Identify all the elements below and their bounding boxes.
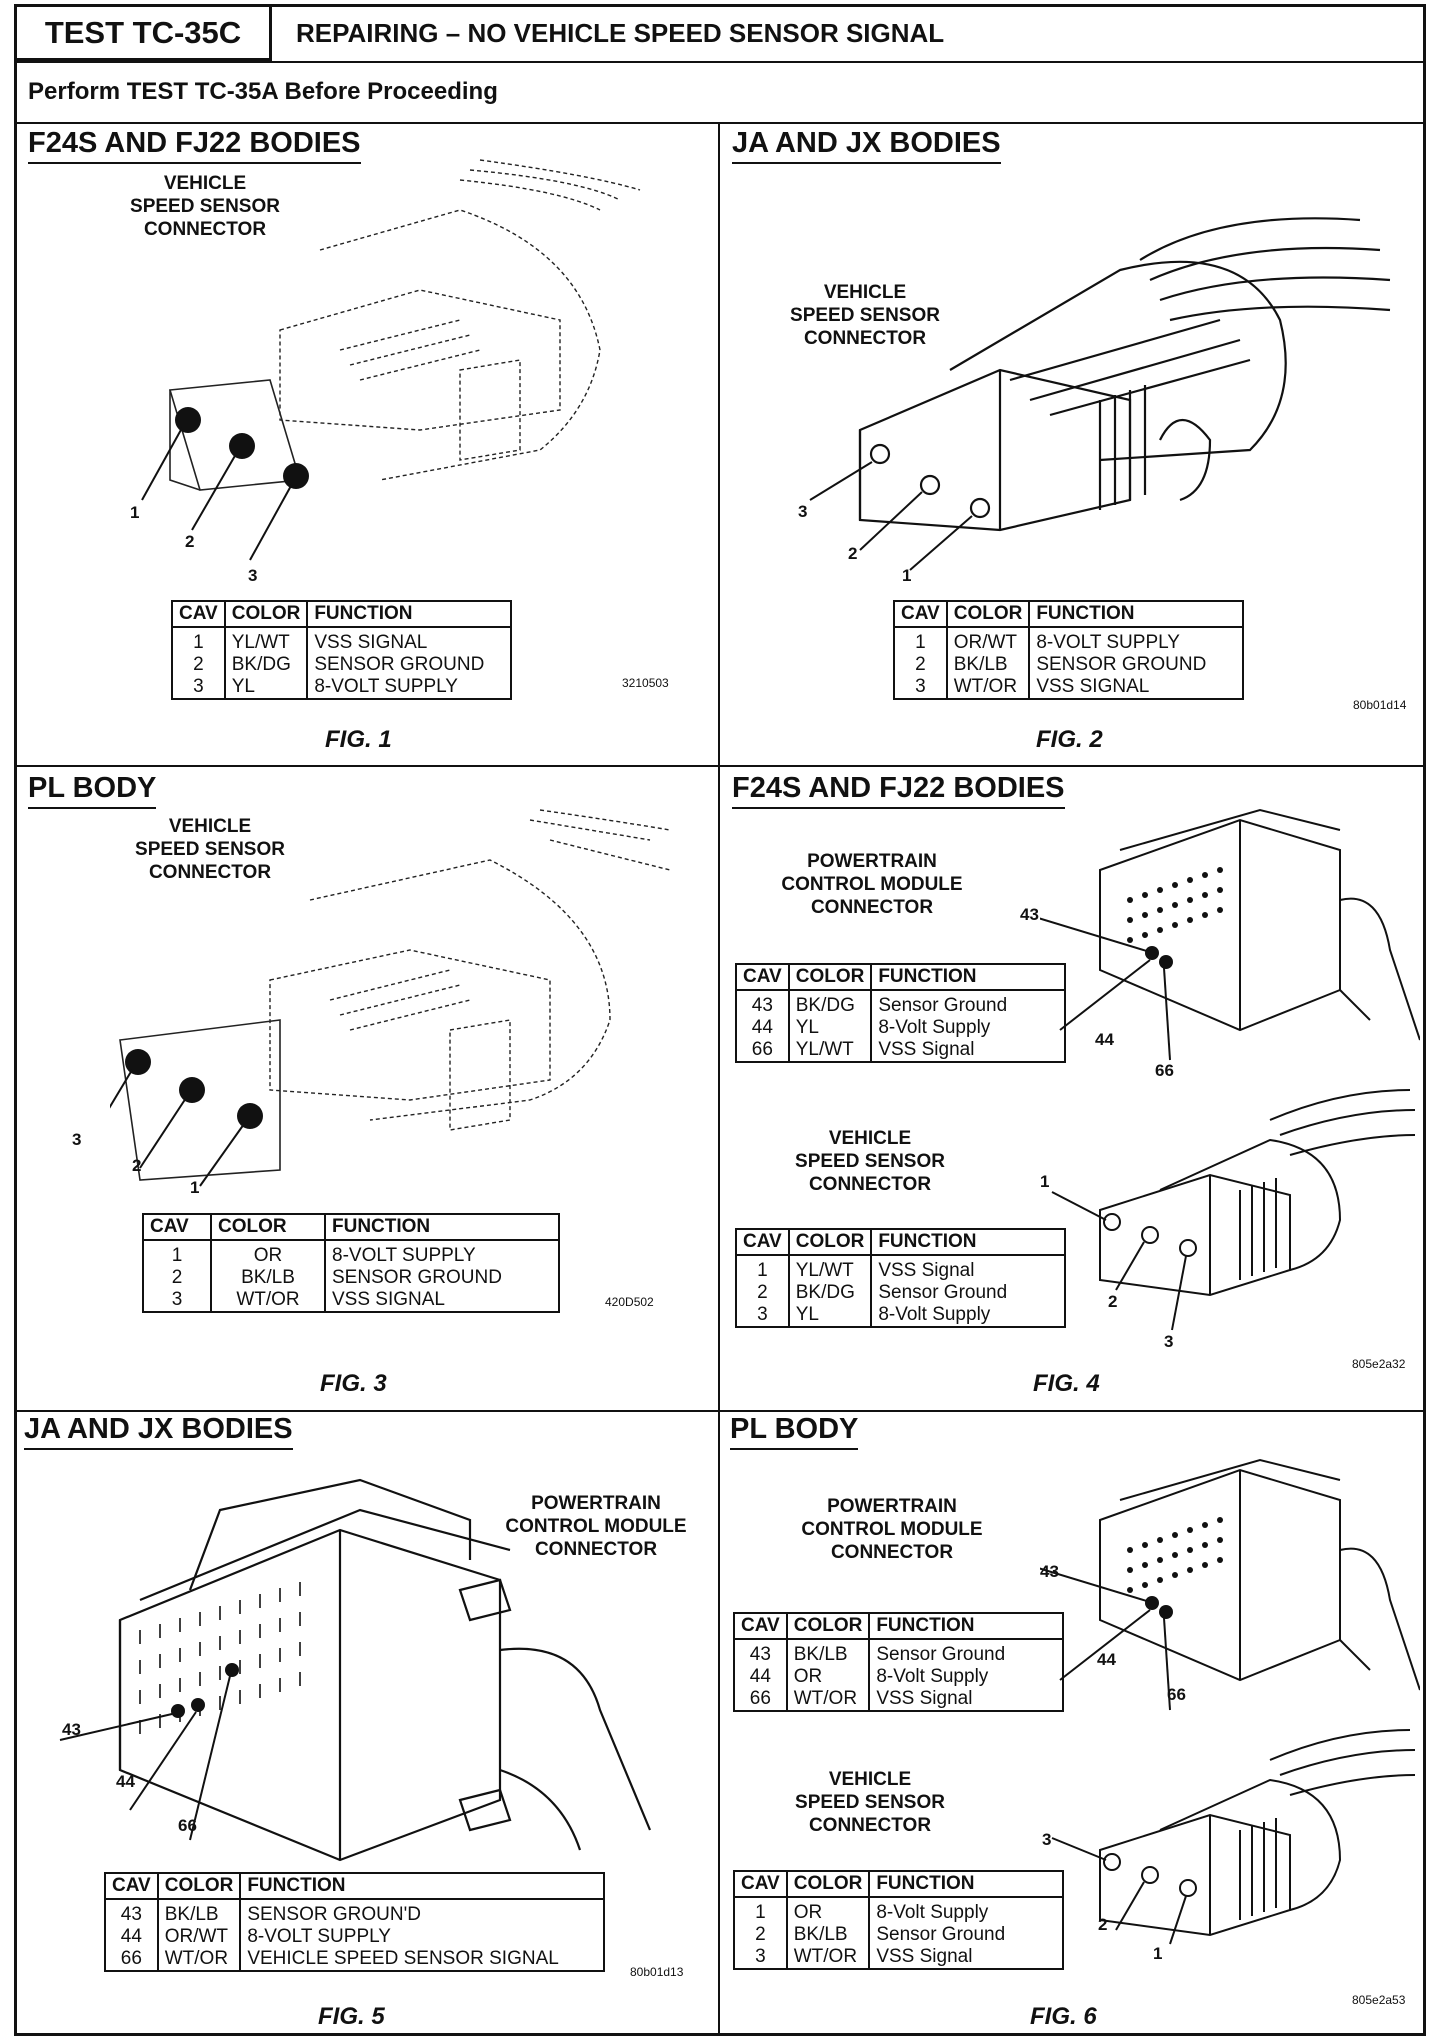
panel4-title: F24S AND FJ22 BODIES — [732, 772, 1065, 809]
panel3-figure-label: FIG. 3 — [320, 1370, 387, 1397]
panel6-pcm-label: POWERTRAIN CONTROL MODULE CONNECTOR — [801, 1496, 983, 1563]
panel1-connector-drawing — [168, 159, 641, 491]
panel1-figure-label: FIG. 1 — [325, 726, 392, 753]
panel5-pcm-connector-drawing — [59, 1478, 652, 1862]
panel1-pin2-icon — [229, 433, 255, 459]
panel3-pin1-icon — [237, 1103, 263, 1129]
panel3-callout-2: 2 — [132, 1156, 142, 1175]
panel1-title: F24S AND FJ22 BODIES — [28, 127, 361, 164]
panel2-callout-2: 2 — [848, 544, 858, 563]
panel2-title: JA AND JX BODIES — [732, 127, 1001, 164]
panel6-figure-code: 805e2a53 — [1352, 1993, 1406, 2007]
panel4-pcm-label: POWERTRAIN CONTROL MODULE CONNECTOR — [781, 851, 963, 918]
grid-line-top — [17, 122, 1423, 124]
panel3-pin3-icon — [125, 1049, 151, 1075]
test-id: TEST TC-35C — [17, 7, 272, 61]
panel1-pin1-icon — [175, 407, 201, 433]
panel6-callout-66: 66 — [1167, 1685, 1186, 1704]
panel6-vss-label: VEHICLE SPEED SENSOR CONNECTOR — [795, 1769, 945, 1836]
panel3-pin2-icon — [179, 1077, 205, 1103]
panel1-callout-1: 1 — [130, 503, 140, 522]
panel2-figure-label: FIG. 2 — [1036, 726, 1103, 753]
panel3-connector-drawing — [110, 809, 671, 1187]
panel6-callout-43: 43 — [1040, 1562, 1059, 1581]
panel4-figure-code: 805e2a32 — [1352, 1357, 1406, 1371]
panel5-pcm-label: POWERTRAIN CONTROL MODULE CONNECTOR — [505, 1493, 687, 1560]
panel4-vss-label: VEHICLE SPEED SENSOR CONNECTOR — [795, 1128, 945, 1195]
panel1-pin-callouts — [141, 407, 309, 561]
panel2-callout-3: 3 — [798, 502, 808, 521]
panel4-vss-callout-3: 3 — [1164, 1332, 1174, 1351]
panel2-connector-drawing — [809, 217, 1391, 571]
panel6-title: PL BODY — [730, 1413, 859, 1450]
panel6-figure-label: FIG. 6 — [1030, 2003, 1097, 2030]
panel5-figure-label: FIG. 5 — [318, 2003, 385, 2030]
panel1-figure-code: 3210503 — [622, 676, 669, 690]
panel5-figure-code: 80b01d13 — [630, 1965, 684, 1979]
panel3-connector-label: VEHICLE SPEED SENSOR CONNECTOR — [135, 816, 285, 883]
panel3-callout-1: 1 — [190, 1178, 200, 1197]
panel3-callout-3: 3 — [72, 1130, 82, 1149]
panel4-figure-label: FIG. 4 — [1033, 1370, 1100, 1397]
panel4-callout-44: 44 — [1095, 1030, 1114, 1049]
panel2-figure-code: 80b01d14 — [1353, 698, 1407, 712]
header-divider — [17, 61, 1423, 63]
panel1-connector-label: VEHICLE SPEED SENSOR CONNECTOR — [130, 173, 280, 240]
panel2-connector-label: VEHICLE SPEED SENSOR CONNECTOR — [790, 282, 940, 349]
panel3-title: PL BODY — [28, 772, 157, 809]
panel5-callout-43: 43 — [62, 1720, 81, 1739]
panel6-vss-callout-2: 2 — [1098, 1915, 1108, 1934]
panel3-figure-code: 420D502 — [605, 1295, 654, 1309]
pre-note: Perform TEST TC-35A Before Proceeding — [28, 78, 498, 105]
panel4-vss-callout-1: 1 — [1040, 1172, 1050, 1191]
panel4-vss-connector-drawing — [1051, 1089, 1416, 1331]
panel4-callout-43: 43 — [1020, 905, 1039, 924]
panel4-vss-callout-2: 2 — [1108, 1292, 1118, 1311]
page-frame — [14, 4, 1426, 2036]
panel1-pin3-icon — [283, 463, 309, 489]
panel6-vss-connector-drawing — [1051, 1729, 1416, 1945]
grid-line-middle — [718, 122, 720, 2033]
grid-line-row1 — [17, 765, 1423, 767]
panel1-callout-2: 2 — [185, 532, 195, 551]
panel4-pcm-connector-drawing — [1040, 808, 1420, 1061]
panel2-callout-1: 1 — [902, 566, 912, 585]
grid-line-row2 — [17, 1410, 1423, 1412]
panel5-title: JA AND JX BODIES — [24, 1413, 293, 1450]
panel4-callout-66: 66 — [1155, 1061, 1174, 1080]
panel6-pcm-connector-drawing — [1040, 1458, 1420, 1711]
test-title: REPAIRING – NO VEHICLE SPEED SENSOR SIGN… — [296, 18, 945, 48]
panel6-vss-callout-1: 1 — [1153, 1944, 1163, 1963]
panel6-vss-callout-3: 3 — [1042, 1830, 1052, 1849]
panel5-callout-44: 44 — [116, 1772, 135, 1791]
panel5-callout-66: 66 — [178, 1816, 197, 1835]
panel6-callout-44: 44 — [1097, 1650, 1116, 1669]
panel1-callout-3: 3 — [248, 566, 258, 585]
